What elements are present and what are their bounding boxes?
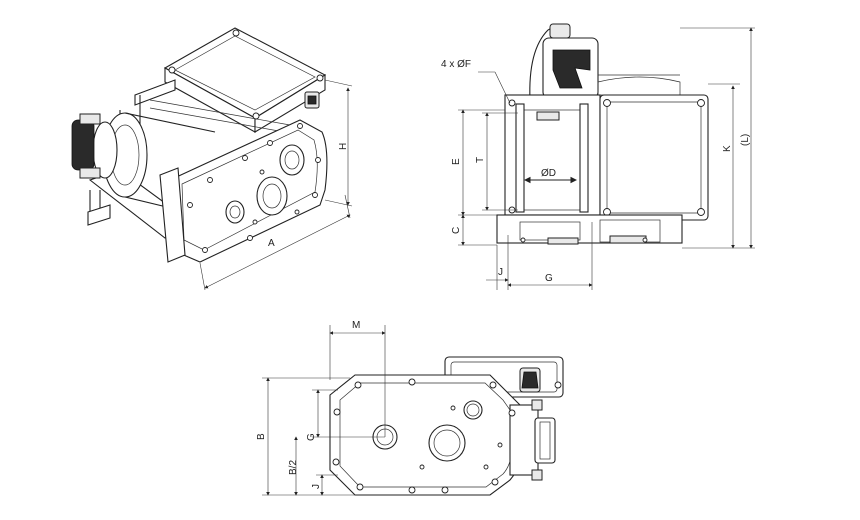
dim-label-j2: J — [311, 484, 322, 489]
front-view: ØD 4 x ØF E T C J G — [441, 23, 755, 290]
dim-label-g2: G — [306, 433, 317, 441]
side-view: M B G B/2 J — [256, 320, 564, 496]
dim-label-t: T — [475, 157, 486, 163]
dim-label-d: ØD — [541, 168, 556, 179]
dim-label-b: B — [256, 433, 267, 440]
dim-label-l: (L) — [740, 134, 751, 146]
dim-label-g: G — [545, 273, 553, 284]
dim-label-c: C — [451, 227, 462, 234]
dim-label-a: A — [268, 238, 275, 249]
isometric-view: A H — [71, 27, 353, 291]
dim-label-b-half: B/2 — [288, 460, 299, 475]
dim-label-k: K — [722, 145, 733, 152]
dim-label-h: H — [338, 143, 349, 150]
dim-label-j: J — [498, 267, 503, 278]
dim-label-f: 4 x ØF — [441, 59, 471, 70]
dim-label-m: M — [352, 320, 360, 331]
dim-label-e: E — [451, 158, 462, 165]
